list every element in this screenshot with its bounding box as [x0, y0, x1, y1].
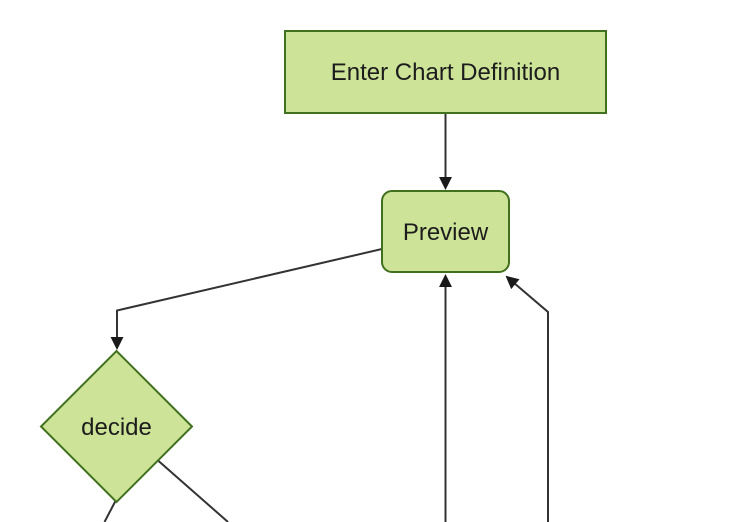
node-decide-label: decide [81, 414, 152, 441]
edge-decide-to-offscreen-bottom-right [157, 459, 229, 522]
node-preview-label: Preview [403, 219, 489, 246]
edge-preview-to-decide [110, 248, 383, 350]
edge-layer [103, 113, 549, 522]
node-enter-chart-definition: Enter Chart Definition [284, 30, 607, 114]
edge-offscreen-bottom-right-to-preview [505, 275, 549, 522]
edge-decide-to-offscreen-bottom-left [103, 498, 118, 522]
node-preview-shape [381, 190, 510, 273]
node-decide: decide [39, 349, 194, 504]
node-enter-chart-definition-label: Enter Chart Definition [331, 59, 560, 86]
node-preview: Preview [381, 190, 510, 273]
node-decide-shape [39, 349, 194, 504]
node-enter-chart-definition-shape [284, 30, 607, 114]
